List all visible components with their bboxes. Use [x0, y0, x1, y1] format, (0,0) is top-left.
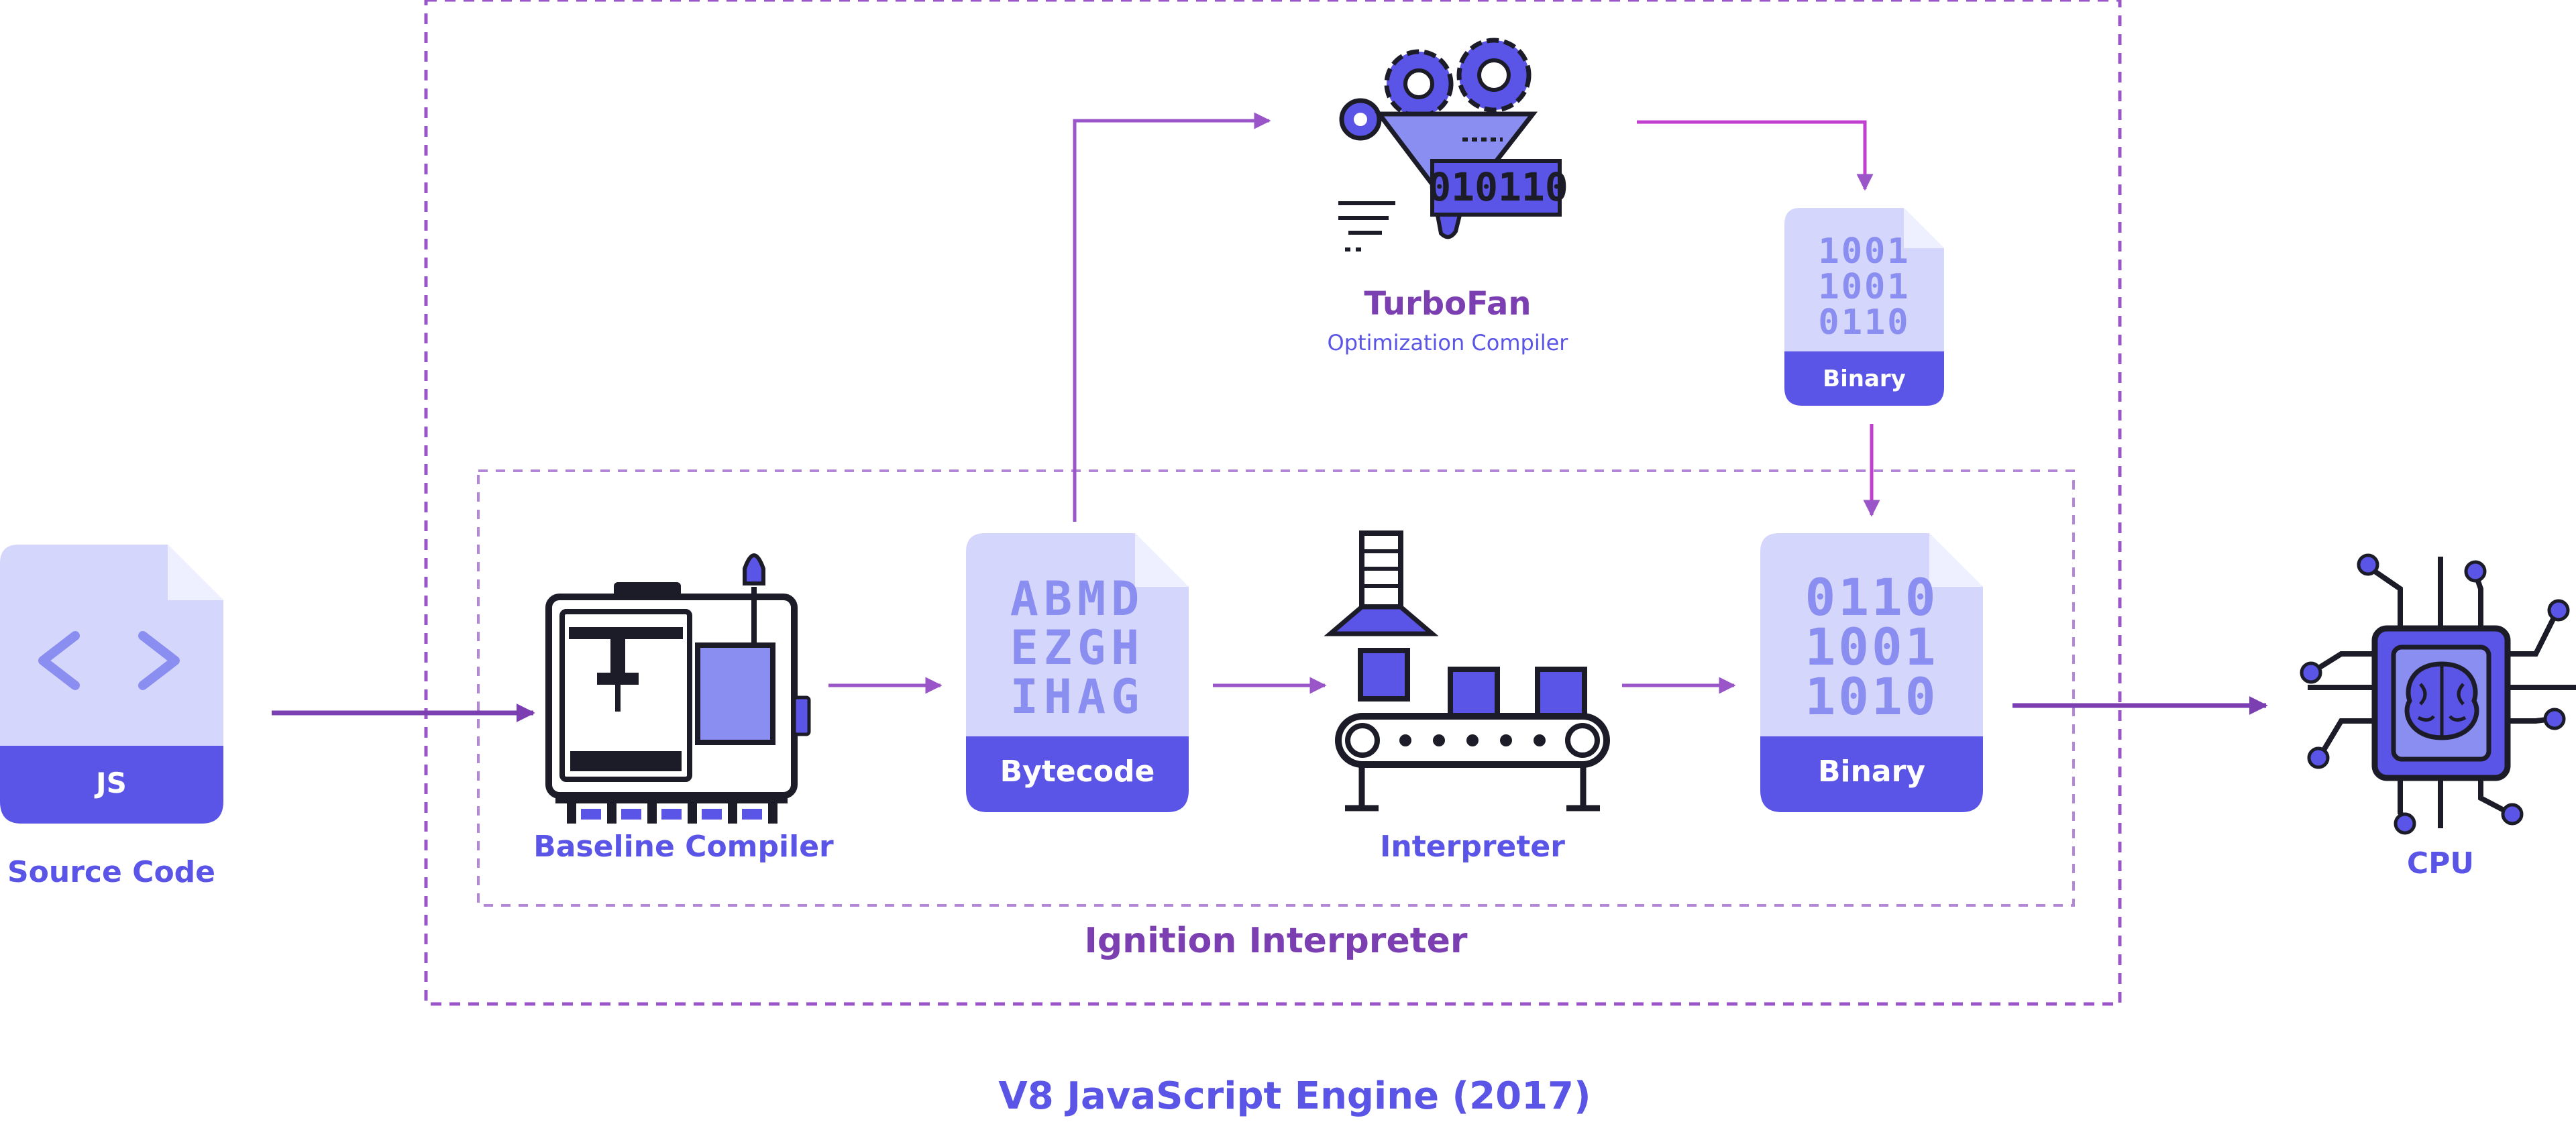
source-doc-tag: JS	[96, 767, 127, 799]
code-brackets-icon	[38, 631, 180, 690]
baseline-compiler-label: Baseline Compiler	[533, 830, 834, 864]
binary-line-1: 0110	[1805, 567, 1939, 627]
binary-small-line-2: 1001	[1818, 267, 1911, 307]
gears-funnel-icon	[1338, 38, 1562, 251]
bytecode-line-1: ABMD	[1010, 571, 1145, 626]
turbofan-label: TurboFan	[1364, 285, 1532, 323]
v8-engine-title: V8 JavaScript Engine (2017)	[998, 1074, 1591, 1118]
ignition-frame	[477, 469, 2075, 907]
turbofan-sublabel: Optimization Compiler	[1327, 330, 1568, 355]
binary-small-doc-icon	[1784, 208, 1944, 406]
binary-line-2: 1001	[1805, 617, 1939, 677]
binary-small-line-3: 0110	[1818, 302, 1911, 343]
cpu-label: CPU	[2406, 846, 2475, 881]
bytecode-doc-icon	[966, 533, 1189, 812]
bytecode-doc-tag: Bytecode	[1000, 754, 1155, 789]
interpreter-label: Interpreter	[1380, 830, 1565, 864]
bytecode-line-3: IHAG	[1010, 669, 1145, 724]
binary-doc-icon	[1760, 533, 1983, 812]
conveyor-icon	[1324, 530, 1610, 811]
turbofan-funnel-text: 010110	[1428, 164, 1568, 210]
binary-small-line-1: 1001	[1818, 231, 1911, 272]
ignition-interpreter-label: Ignition Interpreter	[1084, 921, 1468, 961]
source-code-label: Source Code	[7, 855, 216, 889]
machine-icon	[545, 553, 811, 824]
binary-line-3: 1010	[1805, 667, 1939, 726]
arrow-turbofan-to-binary	[1637, 120, 1874, 191]
binary-small-doc-tag: Binary	[1823, 366, 1906, 392]
cpu-brain-icon	[2300, 553, 2576, 835]
v8-engine-frame	[424, 0, 2122, 1006]
binary-doc-tag: Binary	[1817, 754, 1926, 789]
arrow-bytecode-to-turbofan	[1073, 112, 1271, 522]
bytecode-line-2: EZGH	[1010, 620, 1145, 675]
source-code-doc-icon	[0, 545, 223, 824]
